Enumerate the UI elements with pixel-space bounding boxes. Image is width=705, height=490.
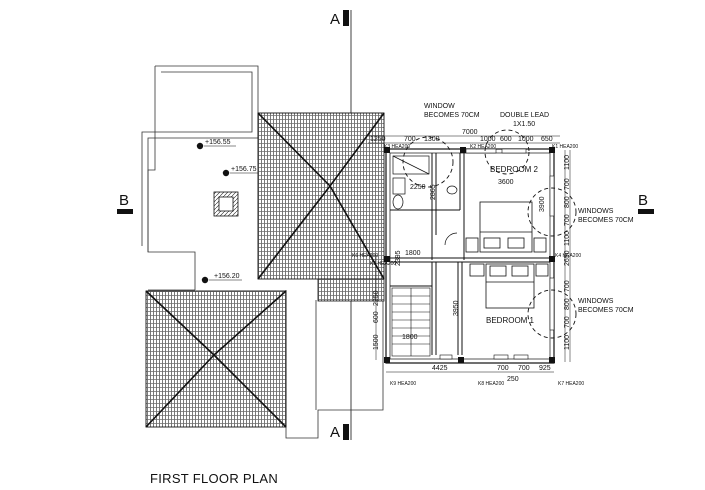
staircase: [391, 287, 431, 357]
column-tag-k9: K9 HEA200: [390, 381, 416, 387]
level-marker-1: [196, 142, 236, 150]
level-marker-3: [201, 276, 242, 284]
dim-top-1: 700: [404, 136, 416, 143]
dim-top-5: 1000: [518, 136, 534, 143]
level-marker-2: [222, 169, 262, 177]
section-label-b-right: B: [638, 192, 648, 209]
room-label-bedroom1: BEDROOM 1: [486, 316, 535, 325]
column-tag-k6: K6 HEA200: [352, 253, 378, 259]
column-tag-k2: K2 HEA200: [470, 144, 496, 150]
bathroom-fixtures: [392, 155, 458, 246]
dim-right-8: 700: [564, 316, 571, 328]
section-label-a-top: A: [330, 11, 340, 28]
column-tag-k7: K7 HEA200: [558, 381, 584, 387]
note-windows-r1-l2: BECOMES 70CM: [578, 217, 634, 224]
dim-int-15: 250: [507, 376, 519, 383]
interior-walls: [390, 153, 550, 355]
dim-int-12: 700: [497, 365, 509, 372]
dim-int-2: 3600: [498, 179, 514, 186]
dim-int-11: 4425: [432, 365, 448, 372]
column-tag-k1: K1 HEA200: [552, 144, 578, 150]
column-tag-k8: K8 HEA200: [478, 381, 504, 387]
skylight: [213, 191, 239, 217]
plan-title: FIRST FLOOR PLAN: [150, 471, 279, 486]
dim-int-3: 3900: [539, 196, 546, 212]
dim-right-4: 1100: [564, 231, 571, 246]
dim-top-3: 1000: [480, 136, 496, 143]
bedroom1-furniture: [469, 263, 549, 309]
dim-top-0: 1250: [370, 136, 386, 143]
column-tag-k3: K3 HEA200: [384, 144, 410, 150]
dim-right-7: 800: [564, 298, 571, 310]
note-double-lead-l2: 1X1.50: [513, 121, 535, 128]
level-label-1: +156.55: [205, 139, 231, 146]
dim-right-column: 1100 700 800 700 1100 2650 700 800 700 1…: [564, 155, 571, 350]
dim-int-13: 700: [518, 365, 530, 372]
dim-int-5: 2395: [395, 250, 402, 266]
section-label-b-left: B: [119, 192, 129, 209]
dim-int-1: 2865: [430, 184, 437, 200]
window-openings: [439, 148, 555, 360]
dim-right-9: 1100: [564, 335, 571, 350]
column-tag-k5: K5 HEA200: [370, 261, 396, 267]
dim-top-2: 1300: [424, 136, 440, 143]
note-windows-r2-l1: WINDOWS: [578, 298, 614, 305]
level-label-2: +156.75: [231, 166, 257, 173]
level-label-3: +156.20: [214, 273, 240, 280]
dim-int-10: 1500: [373, 334, 380, 350]
dim-right-6: 700: [564, 280, 571, 292]
dim-right-1: 700: [564, 178, 571, 190]
columns: [384, 147, 555, 363]
note-windows-r2-l2: BECOMES 70CM: [578, 307, 634, 314]
hip-roof-lower-band: [317, 278, 385, 302]
hip-roof-lower: [145, 290, 287, 428]
dim-int-7: 1800: [402, 334, 418, 341]
section-label-a-bottom: A: [330, 424, 340, 441]
dim-top-6: 650: [541, 136, 553, 143]
column-tag-k4: K4 HEA200: [555, 253, 581, 259]
dim-int-6: 3950: [453, 300, 460, 316]
window-callouts: [402, 129, 577, 339]
section-line-b: [117, 209, 654, 214]
dim-int-14: 925: [539, 365, 551, 372]
dimension-lines: [368, 135, 571, 373]
note-windows-r1-l1: WINDOWS: [578, 208, 614, 215]
dim-int-4: 1800: [405, 250, 421, 257]
dim-right-0: 1100: [564, 155, 571, 170]
note-double-lead-l1: DOUBLE LEAD: [500, 112, 549, 119]
dim-top-total: 7000: [462, 129, 478, 136]
dim-int-8: 2250: [373, 290, 380, 306]
note-window-top-l2: BECOMES 70CM: [424, 112, 480, 119]
dim-int-9: 600: [373, 311, 380, 323]
dim-int-0: 2250: [410, 184, 426, 191]
dim-right-3: 700: [564, 214, 571, 226]
note-window-top-l1: WINDOW: [424, 103, 455, 110]
room-label-bedroom2: BEDROOM 2: [490, 165, 539, 174]
dim-right-5: 2650: [564, 250, 571, 266]
bedroom2-furniture: [465, 201, 547, 253]
hip-roof-upper: [257, 112, 385, 280]
dim-top-4: 600: [500, 136, 512, 143]
dim-right-2: 800: [564, 196, 571, 208]
